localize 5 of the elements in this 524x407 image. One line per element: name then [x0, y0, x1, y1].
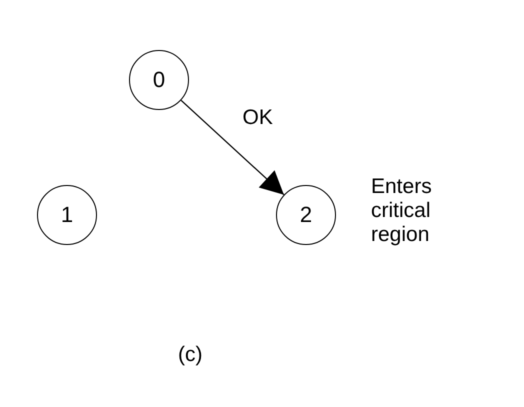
node-note: Enters critical region	[371, 175, 433, 247]
node-label: 0	[152, 67, 166, 93]
node-label: 2	[300, 202, 312, 228]
caption: (c)	[178, 343, 202, 367]
node-label: 1	[60, 202, 74, 228]
